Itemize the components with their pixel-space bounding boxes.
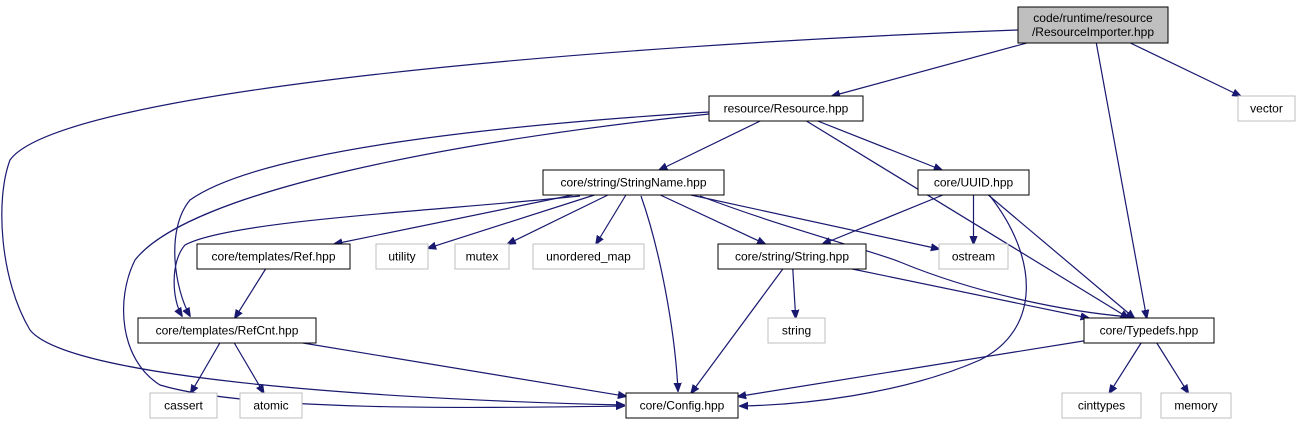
edge-string_hpp-to-string_std <box>793 268 796 318</box>
node-vector: vector <box>1237 95 1296 122</box>
node-box <box>454 243 510 270</box>
edge-uuid-to-string_hpp <box>823 194 944 244</box>
node-unordered_map: unordered_map <box>532 243 645 270</box>
node-label: cinttypes <box>1078 399 1125 413</box>
edge-resource-to-refcnt <box>174 111 710 316</box>
node-label: atomic <box>253 399 288 413</box>
edge-root-to-config <box>1 29 1019 405</box>
node-label: core/Typedefs.hpp <box>1100 324 1199 338</box>
edge-typedefs-to-config <box>738 340 1085 397</box>
node-label: /ResourceImporter.hpp <box>1032 25 1154 39</box>
node-label: core/templates/Ref.hpp <box>211 250 335 264</box>
node-label: core/Config.hpp <box>640 399 725 413</box>
node-label: unordered_map <box>546 250 631 264</box>
node-label: ostream <box>952 250 995 264</box>
node-label: code/runtime/resource <box>1033 11 1153 25</box>
node-label: core/string/StringName.hpp <box>560 176 706 190</box>
edge-stringname-to-unordered_map <box>596 194 627 244</box>
node-box <box>767 317 826 344</box>
node-box <box>625 392 739 419</box>
node-box <box>1237 95 1296 122</box>
node-typedefs[interactable]: core/Typedefs.hpp <box>1083 317 1215 344</box>
node-memory: memory <box>1160 392 1232 419</box>
node-box <box>717 243 867 270</box>
node-config[interactable]: core/Config.hpp <box>625 392 739 419</box>
node-label: vector <box>1250 102 1283 116</box>
node-label: cassert <box>164 399 203 413</box>
node-box <box>1017 6 1169 44</box>
node-box <box>938 243 1009 270</box>
node-label: memory <box>1174 399 1217 413</box>
node-box <box>1160 392 1232 419</box>
node-box <box>917 169 1030 196</box>
edge-root-to-vector <box>1130 42 1240 96</box>
node-string_hpp[interactable]: core/string/String.hpp <box>717 243 867 270</box>
node-box <box>149 392 218 419</box>
node-ref[interactable]: core/templates/Ref.hpp <box>196 243 351 270</box>
edge-resource-to-uuid <box>817 120 942 170</box>
node-refcnt[interactable]: core/templates/RefCnt.hpp <box>137 317 317 344</box>
node-label: resource/Resource.hpp <box>724 102 849 116</box>
node-uuid[interactable]: core/UUID.hpp <box>917 169 1030 196</box>
edge-stringname-to-mutex <box>508 194 609 244</box>
edge-stringname-to-config <box>640 195 678 391</box>
node-box <box>1083 317 1215 344</box>
node-box <box>137 317 317 344</box>
node-resource[interactable]: resource/Resource.hpp <box>708 95 864 122</box>
node-label: core/templates/RefCnt.hpp <box>156 324 299 338</box>
edge-uuid-to-config <box>740 195 1027 406</box>
node-root[interactable]: code/runtime/resource/ResourceImporter.h… <box>1017 6 1169 44</box>
node-atomic: atomic <box>239 392 303 419</box>
edge-resource-to-stringname <box>659 120 761 170</box>
edge-resource-to-typedefs <box>806 120 1128 318</box>
node-box <box>542 169 725 196</box>
node-utility: utility <box>375 243 429 270</box>
edge-stringname-to-ref <box>334 194 573 244</box>
node-box <box>1061 392 1142 419</box>
node-label: string <box>782 324 811 338</box>
edge-stringname-to-utility <box>428 194 595 248</box>
edge-ref-to-refcnt <box>235 268 267 318</box>
edge-root-to-typedefs <box>1095 42 1146 318</box>
edge-refcnt-to-config <box>302 342 626 396</box>
edge-stringname-to-typedefs <box>699 195 1130 317</box>
node-box <box>532 243 645 270</box>
edge-uuid-to-typedefs <box>987 194 1134 318</box>
edge-typedefs-to-cinttypes <box>1109 342 1142 393</box>
nodes-layer: code/runtime/resource/ResourceImporter.h… <box>137 6 1296 419</box>
edge-string_hpp-to-typedefs <box>852 268 1088 318</box>
node-label: core/UUID.hpp <box>934 176 1014 190</box>
edge-stringname-to-ostream <box>690 194 939 249</box>
node-cassert: cassert <box>149 392 218 419</box>
edge-resource-to-config <box>122 113 710 407</box>
edge-refcnt-to-cassert <box>191 342 221 393</box>
node-string_std: string <box>767 317 826 344</box>
edge-stringname-to-string_hpp <box>660 194 765 244</box>
node-stringname[interactable]: core/string/StringName.hpp <box>542 169 725 196</box>
node-cinttypes: cinttypes <box>1061 392 1142 419</box>
edge-root-to-resource <box>832 42 1027 96</box>
node-box <box>239 392 303 419</box>
node-label: mutex <box>466 250 499 264</box>
edge-string_hpp-to-config <box>691 268 784 393</box>
edge-stringname-to-refcnt <box>173 195 581 316</box>
edge-refcnt-to-atomic <box>233 342 263 393</box>
node-label: core/string/String.hpp <box>735 250 849 264</box>
node-box <box>196 243 351 270</box>
node-ostream: ostream <box>938 243 1009 270</box>
node-label: utility <box>388 250 415 264</box>
node-box <box>708 95 864 122</box>
node-box <box>375 243 429 270</box>
node-mutex: mutex <box>454 243 510 270</box>
edges-layer <box>1 29 1241 407</box>
edge-typedefs-to-memory <box>1156 342 1188 393</box>
